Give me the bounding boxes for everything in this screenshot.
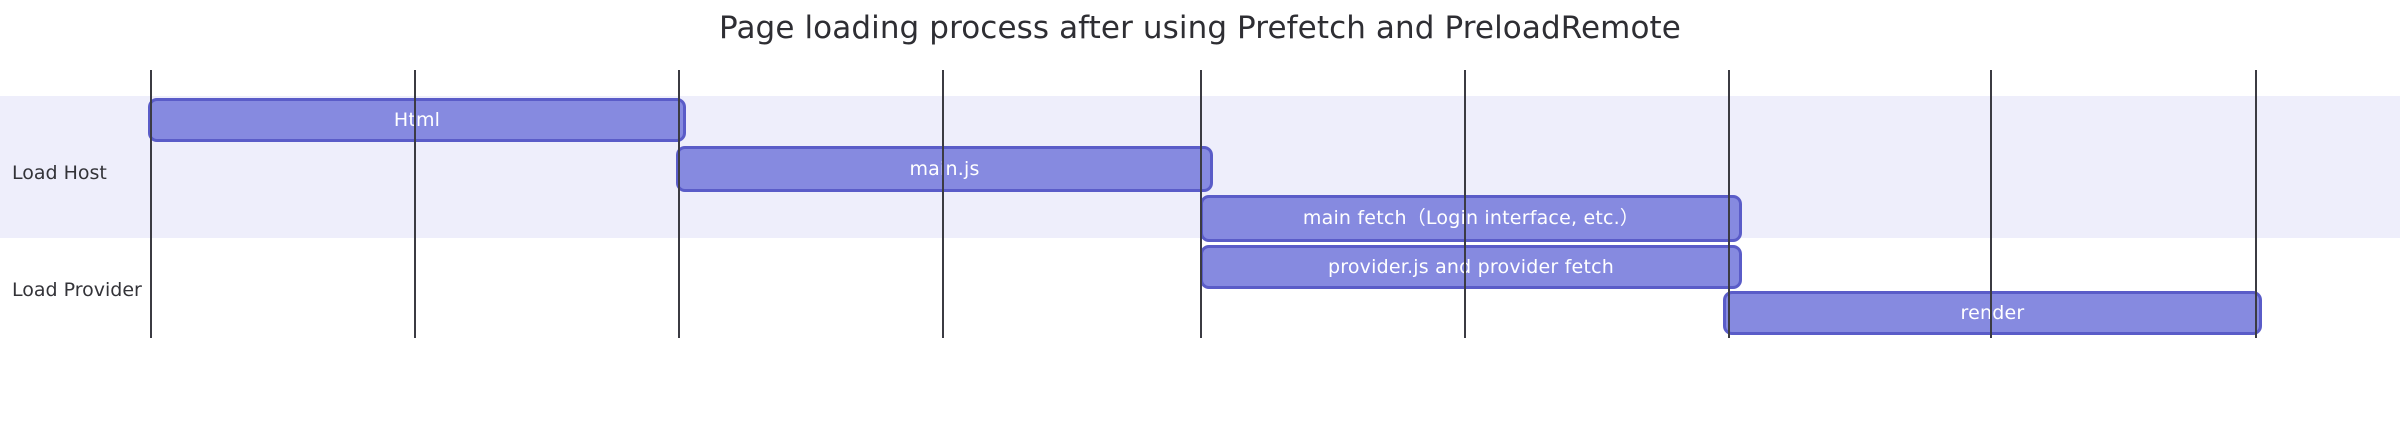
task-bar-label: main.js bbox=[909, 157, 980, 180]
task-bar-label: main fetch（Login interface, etc.） bbox=[1302, 207, 1640, 229]
task-bar-main-js[interactable]: main.js bbox=[676, 146, 1213, 192]
task-bar-render[interactable]: render bbox=[1723, 291, 2262, 335]
task-bar-html[interactable]: Html bbox=[148, 98, 686, 142]
task-bar-main-fetch[interactable]: main fetch（Login interface, etc.） bbox=[1200, 195, 1742, 242]
task-bar-provider-js-and-provider-fetch[interactable]: provider.js and provider fetch bbox=[1200, 245, 1742, 289]
task-bar-label: Html bbox=[393, 108, 441, 131]
chart-title: Page loading process after using Prefetc… bbox=[719, 10, 1681, 46]
task-bar-label: provider.js and provider fetch bbox=[1328, 255, 1614, 278]
row-label-load-host: Load Host bbox=[12, 162, 107, 184]
row-label-load-provider: Load Provider bbox=[12, 279, 142, 301]
task-bar-label: render bbox=[1960, 301, 2025, 324]
